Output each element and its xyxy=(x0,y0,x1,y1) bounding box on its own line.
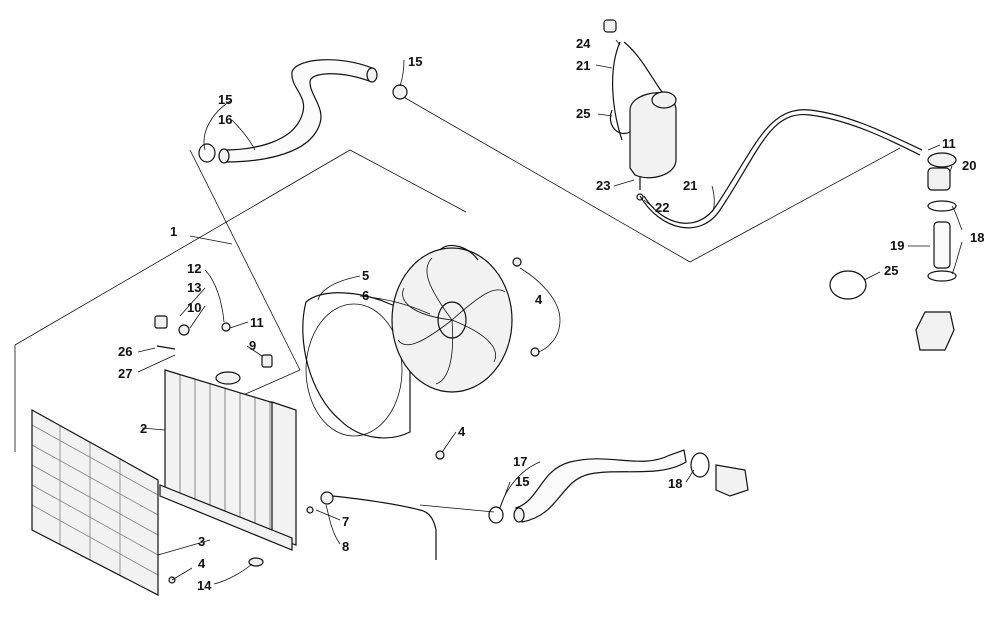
callout-8: 8 xyxy=(342,539,349,554)
temp-switch-wire xyxy=(332,495,437,560)
clamp-15-lower xyxy=(488,506,504,524)
callout-19: 19 xyxy=(890,238,904,253)
callout-18-lower: 18 xyxy=(668,476,682,491)
callout-13: 13 xyxy=(187,280,201,295)
shroud-bolt xyxy=(435,450,445,460)
callout-3: 3 xyxy=(198,534,205,549)
upper-hose-end xyxy=(218,148,230,164)
callout-18-right: 18 xyxy=(970,230,984,245)
radiator-cap xyxy=(215,371,241,385)
bracket-9 xyxy=(261,354,273,368)
short-hose-19 xyxy=(933,221,951,269)
callout-20: 20 xyxy=(962,158,976,173)
screen-mesh-pattern xyxy=(31,424,159,576)
callout-15-lower: 15 xyxy=(515,474,529,489)
rivet-26 xyxy=(156,345,176,350)
bleed-screw xyxy=(154,315,168,329)
callout-4-shroud: 4 xyxy=(458,424,466,439)
radiator-fins xyxy=(179,375,271,532)
drain-plug-14 xyxy=(248,557,264,567)
callout-17: 17 xyxy=(513,454,527,469)
callout-21-upper: 21 xyxy=(576,58,590,73)
callout-7: 7 xyxy=(342,514,349,529)
assembly-boundary-line xyxy=(14,149,467,452)
radiator-bottom-tank xyxy=(159,484,293,551)
callout-5: 5 xyxy=(362,268,369,283)
upper-radiator-hose xyxy=(221,59,373,163)
callout-24: 24 xyxy=(576,36,591,51)
vent-plug xyxy=(603,19,617,33)
fan-shroud-opening xyxy=(305,303,403,437)
overflow-tank xyxy=(629,92,677,179)
callout-14: 14 xyxy=(197,578,212,593)
reference-line-hose xyxy=(189,149,301,371)
callout-25-right: 25 xyxy=(884,263,898,278)
temp-wire-to-clamp xyxy=(419,504,495,513)
callout-10: 10 xyxy=(187,300,201,315)
reference-line-upper xyxy=(399,94,691,263)
overflow-hose xyxy=(639,114,921,229)
clamp-18-lower xyxy=(927,270,957,282)
callout-12: 12 xyxy=(187,261,201,276)
vent-hose xyxy=(612,41,623,141)
callout-11-left: 11 xyxy=(250,315,264,330)
overflow-hose-inner xyxy=(643,109,923,224)
washer-12 xyxy=(221,322,231,332)
upper-hose-end-top xyxy=(366,67,378,83)
callout-16: 16 xyxy=(218,112,232,127)
fan-bolt-upper xyxy=(512,257,522,267)
filler-cap-right xyxy=(927,152,957,168)
overflow-tank-cap xyxy=(651,91,677,109)
radiator-tank-right xyxy=(271,401,297,546)
lower-radiator-hose xyxy=(515,449,687,523)
callout-labels: 1 2 3 4 4 4 5 6 7 8 9 10 11 11 12 13 14 … xyxy=(118,36,984,593)
callout-4-screen: 4 xyxy=(198,556,206,571)
callout-leaders xyxy=(137,39,963,585)
callout-23: 23 xyxy=(596,178,610,193)
filler-neck xyxy=(927,167,951,191)
fan-bolt-lower xyxy=(530,347,540,357)
reference-line-right xyxy=(689,147,901,263)
temp-switch-washer xyxy=(306,506,314,514)
callout-15-upper-left: 15 xyxy=(218,92,232,107)
callout-22: 22 xyxy=(655,200,669,215)
callout-11-right: 11 xyxy=(942,136,956,151)
temp-switch xyxy=(320,491,334,505)
hose-clamp-upper-left xyxy=(198,143,216,163)
callout-21-lower: 21 xyxy=(683,178,697,193)
callout-2: 2 xyxy=(140,421,147,436)
assembly-leader-1 xyxy=(189,235,233,245)
clamp-25-right xyxy=(829,270,867,300)
callout-9: 9 xyxy=(249,338,256,353)
bolt-leader-4 xyxy=(519,267,561,353)
washer-10 xyxy=(178,324,190,336)
callout-25-tank: 25 xyxy=(576,106,590,121)
callout-26: 26 xyxy=(118,344,132,359)
lower-hose-end xyxy=(513,507,525,523)
fan-wire xyxy=(439,245,479,261)
clamp-18-lower-hose xyxy=(690,452,710,478)
callout-6: 6 xyxy=(362,288,369,303)
hose-clamp-upper-right xyxy=(392,84,408,100)
callout-4-fan: 4 xyxy=(535,292,543,307)
engine-fitting xyxy=(915,311,955,351)
water-pump-fitting xyxy=(715,464,749,497)
callout-27: 27 xyxy=(118,366,132,381)
hose-clamp-22 xyxy=(636,193,644,201)
radiator-screen xyxy=(31,408,159,596)
tank-strap xyxy=(609,109,631,134)
callout-15-upper-right: 15 xyxy=(408,54,422,69)
vent-hose-b xyxy=(623,41,663,93)
clamp-18-upper xyxy=(927,200,957,212)
callout-1: 1 xyxy=(170,224,177,239)
